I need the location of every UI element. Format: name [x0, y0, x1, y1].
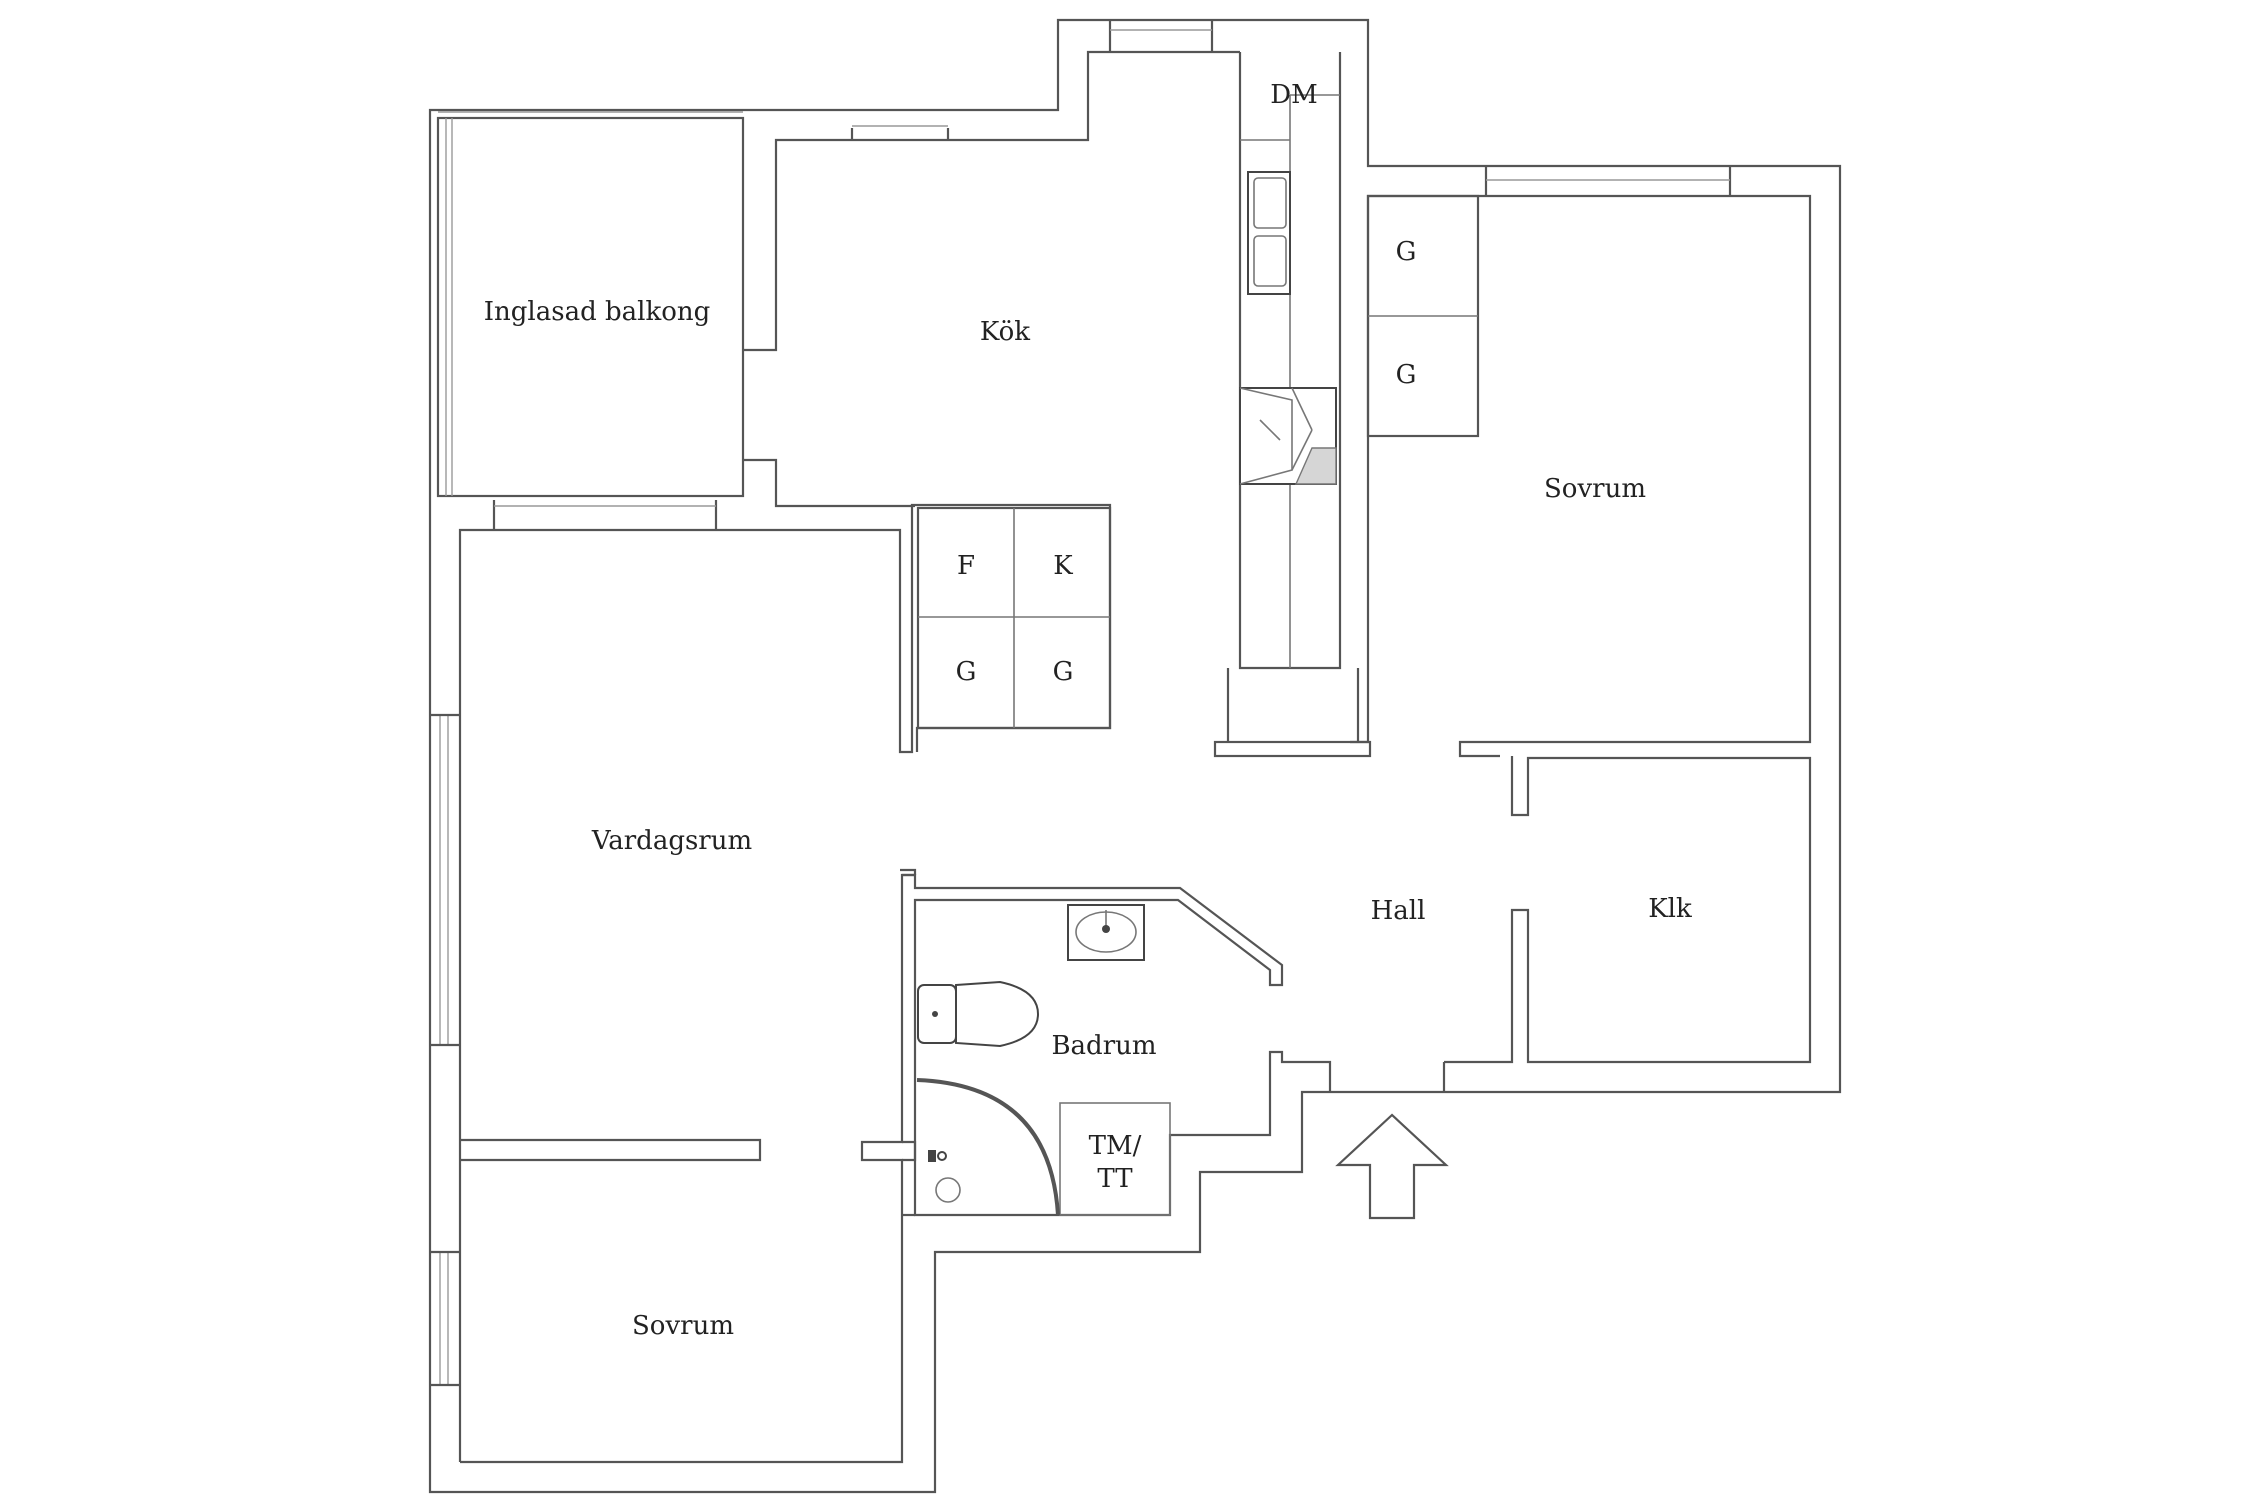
label-fridge: K [1053, 551, 1073, 581]
label-washer-dryer-line2: TT [1097, 1164, 1133, 1194]
bathroom-walls [460, 873, 1446, 1217]
shower-icon [916, 1078, 1060, 1216]
label-dishwasher: DM [1270, 80, 1317, 110]
label-kitchen: Kök [980, 317, 1030, 347]
room-labels: Inglasad balkong Kök Vardagsrum Sovrum S… [484, 297, 1692, 1341]
entrance-arrow-icon [1335, 1113, 1449, 1220]
label-bathroom: Badrum [1051, 1031, 1156, 1061]
kitchen-walls [743, 20, 1240, 508]
side-windows [430, 713, 460, 1387]
label-bedroom-large: Sovrum [1544, 474, 1646, 504]
toilet-icon [917, 980, 1040, 1048]
label-wardrobe-kitchen-1: G [956, 657, 977, 687]
label-hall: Hall [1371, 896, 1426, 926]
label-wardrobe-kitchen-2: G [1053, 657, 1074, 687]
appliance-block [916, 506, 1112, 730]
bath-sink-icon [1067, 904, 1145, 961]
balcony [436, 111, 745, 530]
label-closet: Klk [1648, 894, 1692, 924]
label-living-room: Vardagsrum [591, 826, 752, 856]
label-washer-dryer-line1: TM/ [1089, 1131, 1142, 1161]
outer-walls [428, 18, 1842, 1494]
fixture-labels: DM F K G G G G TM/ TT [956, 80, 1417, 1194]
closet-walls [1444, 756, 1812, 1064]
label-freezer: F [957, 551, 975, 581]
bedroom-large-walls [1350, 166, 1812, 758]
label-wardrobe-bedroom-2: G [1396, 360, 1417, 390]
label-wardrobe-bedroom-1: G [1396, 237, 1417, 267]
label-balcony: Inglasad balkong [484, 297, 710, 327]
kitchen-sink-icon [1247, 171, 1291, 295]
stove-icon [1239, 387, 1337, 485]
kitchen-counter [1213, 52, 1372, 758]
label-bedroom-small: Sovrum [632, 1311, 734, 1341]
